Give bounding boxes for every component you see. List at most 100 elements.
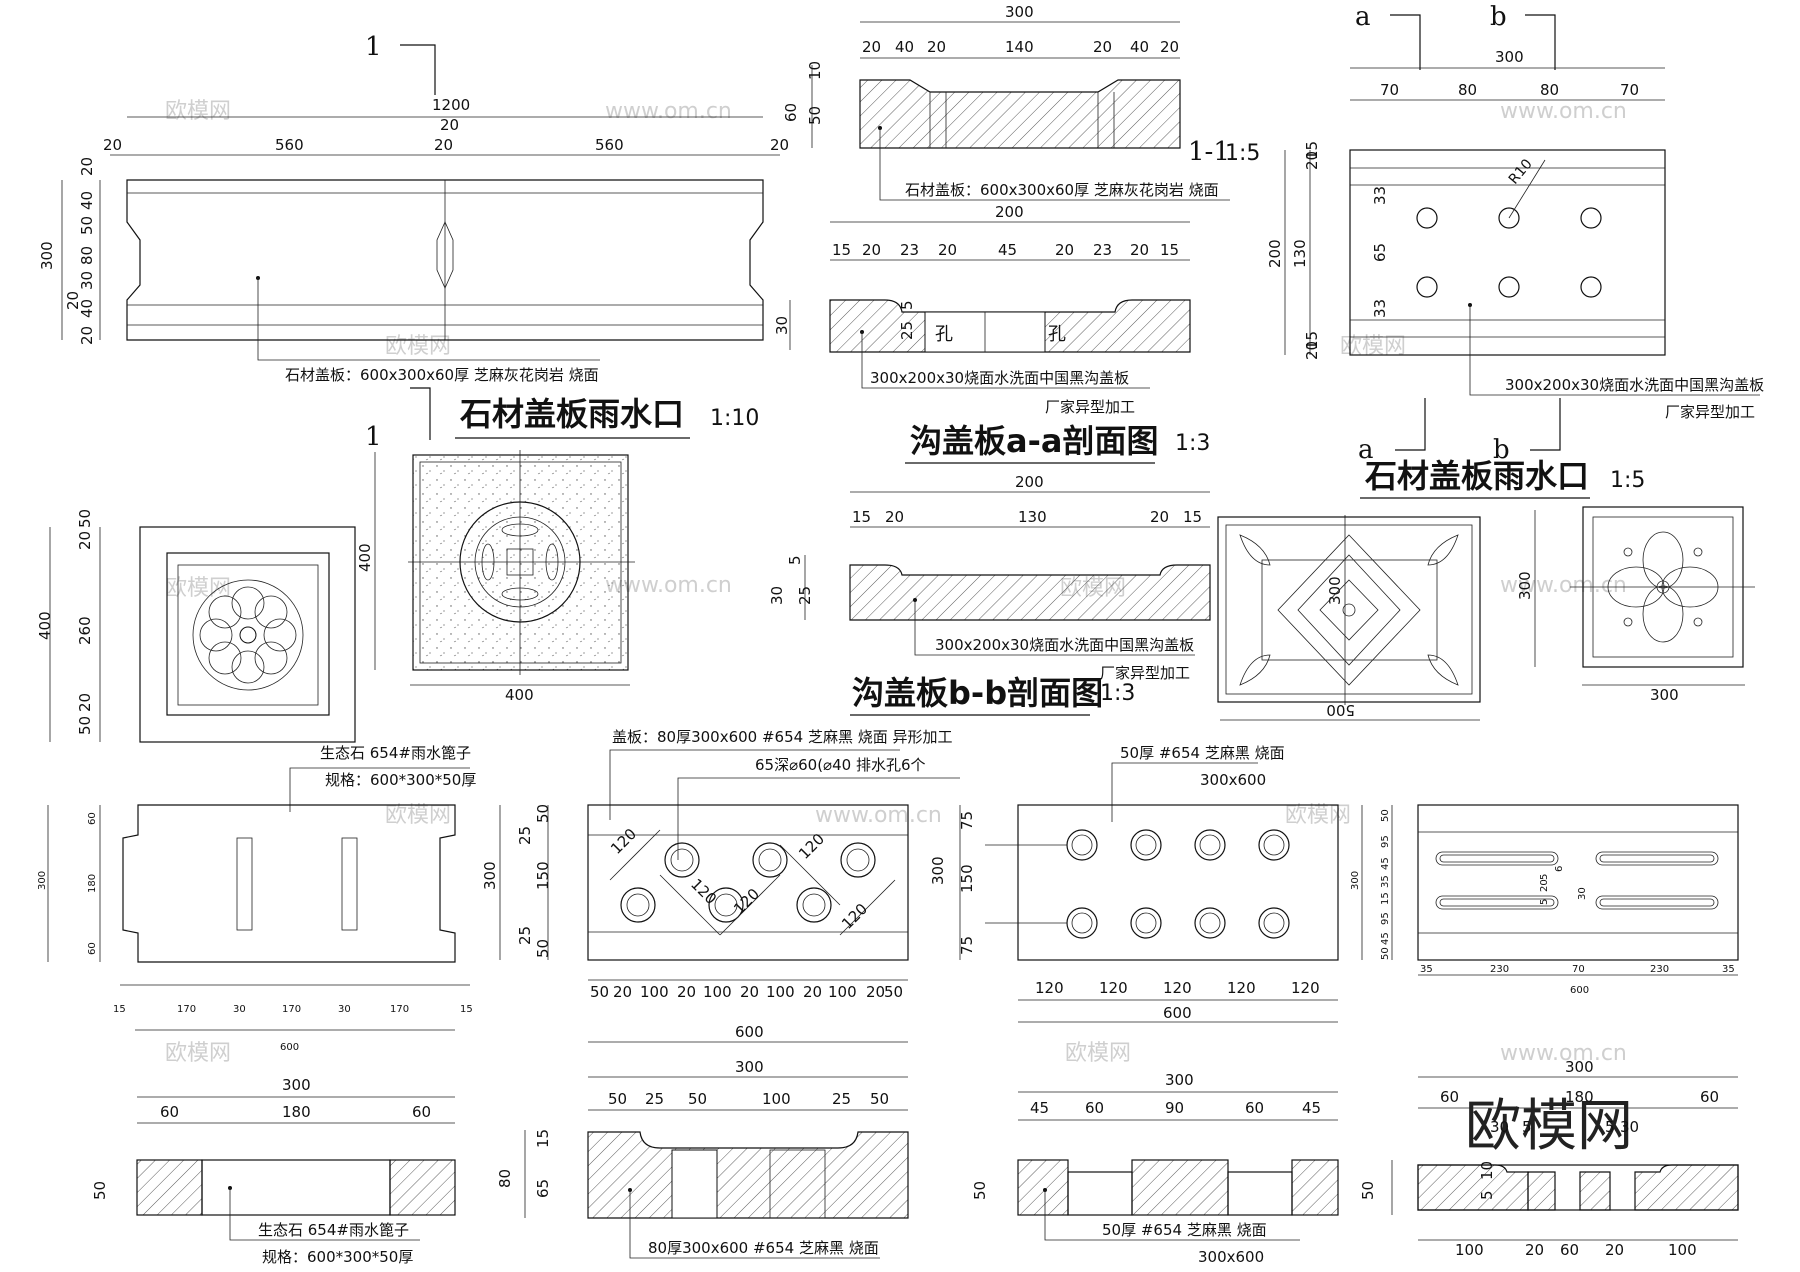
svg-text:20: 20 [76,531,94,550]
svg-text:90: 90 [1165,1099,1184,1117]
svg-text:600: 600 [735,1023,764,1041]
svg-text:35: 35 [1722,964,1735,975]
svg-text:15: 15 [1380,892,1391,905]
svg-text:20: 20 [1160,38,1179,56]
svg-text:300: 300 [481,861,499,890]
svg-text:35: 35 [1380,875,1391,888]
svg-text:30: 30 [768,586,786,605]
svg-text:60: 60 [87,812,98,825]
svg-text:45: 45 [1030,1099,1049,1117]
svg-text:95: 95 [1380,835,1391,848]
svg-text:20: 20 [1055,241,1074,259]
watermark-url: www.om.cn [1500,573,1627,598]
svg-text:20: 20 [927,38,946,56]
svg-text:45: 45 [1380,857,1391,870]
svg-text:5: 5 [898,300,916,310]
svg-text:50: 50 [870,1090,889,1108]
panel-plan-drawing: 1 1200 20 20 560 20 560 20 300 20 40 50 … [38,32,789,439]
svg-text:300: 300 [1650,686,1679,704]
svg-text:40: 40 [895,38,914,56]
watermark-text: 欧模网 [165,576,231,601]
svg-text:生态石 654#雨水篦子: 生态石 654#雨水篦子 [258,1221,409,1239]
svg-text:300x200x30烧面水洗面中国黑沟盖板: 300x200x30烧面水洗面中国黑沟盖板 [870,369,1129,387]
grate-3-section: 300 45 60 90 60 45 50 50厚 #654 芝麻黑 烧面 30… [971,1071,1339,1266]
svg-text:170: 170 [390,1004,409,1015]
drawing-scale: 1:3 [1175,431,1210,456]
svg-text:6: 6 [1554,866,1565,872]
svg-text:20: 20 [613,983,632,1001]
svg-text:80: 80 [496,1169,514,1188]
svg-text:60: 60 [412,1103,431,1121]
watermark-text: 欧模网 [385,334,451,359]
svg-text:60: 60 [1245,1099,1264,1117]
svg-text:50: 50 [688,1090,707,1108]
svg-text:65: 65 [1371,243,1389,262]
drawing-scale: 1:10 [710,406,759,431]
svg-text:180: 180 [87,874,98,893]
svg-text:厂家异型加工: 厂家异型加工 [1100,664,1190,682]
svg-text:15: 15 [1183,508,1202,526]
svg-text:120: 120 [1163,979,1192,997]
svg-text:100: 100 [640,983,669,1001]
svg-text:170: 170 [282,1004,301,1015]
svg-text:1: 1 [365,32,382,62]
svg-text:50: 50 [608,1090,627,1108]
svg-text:5: 5 [1522,1118,1532,1136]
dim-label: 30 [78,271,96,290]
svg-text:盖板：80厚300x600 #654 芝麻黑 烧面 异形加工: 盖板：80厚300x600 #654 芝麻黑 烧面 异形加工 [612,728,953,746]
svg-text:50: 50 [1359,1181,1377,1200]
svg-text:130: 130 [1018,508,1047,526]
svg-text:300x600: 300x600 [1198,1248,1264,1266]
svg-text:80厚300x600 #654 芝麻黑 烧面: 80厚300x600 #654 芝麻黑 烧面 [648,1239,879,1257]
svg-text:300: 300 [1516,571,1534,600]
svg-text:20: 20 [862,38,881,56]
svg-text:60: 60 [1700,1088,1719,1106]
section-mark-1-top: 1 [365,32,436,95]
svg-text:120: 120 [1035,979,1064,997]
square-panel-clover: 300 300 [1516,506,1755,704]
svg-text:25: 25 [832,1090,851,1108]
svg-text:60: 60 [87,942,98,955]
svg-text:20: 20 [1303,151,1321,170]
dim-total: 300 [1005,3,1034,21]
svg-text:10: 10 [806,61,824,80]
svg-text:15: 15 [852,508,871,526]
svg-text:20: 20 [885,508,904,526]
svg-text:100: 100 [828,983,857,1001]
svg-text:120: 120 [1291,979,1320,997]
svg-text:40: 40 [1130,38,1149,56]
svg-text:400: 400 [36,611,54,640]
dim-label: 20 [434,136,453,154]
svg-text:120: 120 [730,885,763,918]
watermark-url: www.om.cn [815,803,942,828]
svg-text:100: 100 [1455,1241,1484,1259]
svg-text:50: 50 [76,716,94,735]
svg-text:600: 600 [1163,1004,1192,1022]
svg-text:规格：600*300*50厚: 规格：600*300*50厚 [325,771,476,789]
svg-text:30: 30 [233,1004,246,1015]
dim-total: 300 [38,241,56,270]
svg-text:400: 400 [356,543,374,572]
plan-a-b: a b 300 70 80 80 70 20 15 33 65 33 15 20… [1266,2,1764,499]
svg-text:25: 25 [645,1090,664,1108]
svg-text:35: 35 [1420,964,1433,975]
grate-2-section: 300 50 25 50 100 25 50 15 80 65 80厚300x6… [496,1058,909,1259]
svg-text:60: 60 [782,103,800,122]
svg-text:50: 50 [76,509,94,528]
dim-label: 20 [78,326,96,345]
svg-text:23: 23 [1093,241,1112,259]
watermark-text: 欧模网 [1285,803,1351,828]
svg-text:60: 60 [1440,1088,1459,1106]
svg-text:500: 500 [1326,701,1355,719]
dim-label: 80 [78,246,96,265]
svg-text:230: 230 [1650,964,1669,975]
svg-text:20: 20 [1093,38,1112,56]
svg-text:20: 20 [1303,341,1321,360]
svg-text:300: 300 [282,1076,311,1094]
svg-text:15: 15 [534,1129,552,1148]
svg-text:20: 20 [740,983,759,1001]
svg-text:300x600: 300x600 [1200,771,1266,789]
grate-1-plan: 生态石 654#雨水篦子 规格：600*300*50厚 300 60 180 6… [37,744,476,1053]
grate-4-section: 300 60 180 60 30 5 30 5 10 5 50 100 20 6… [1359,1058,1739,1259]
drawing-title: 沟盖板a-a剖面图 [910,422,1158,460]
